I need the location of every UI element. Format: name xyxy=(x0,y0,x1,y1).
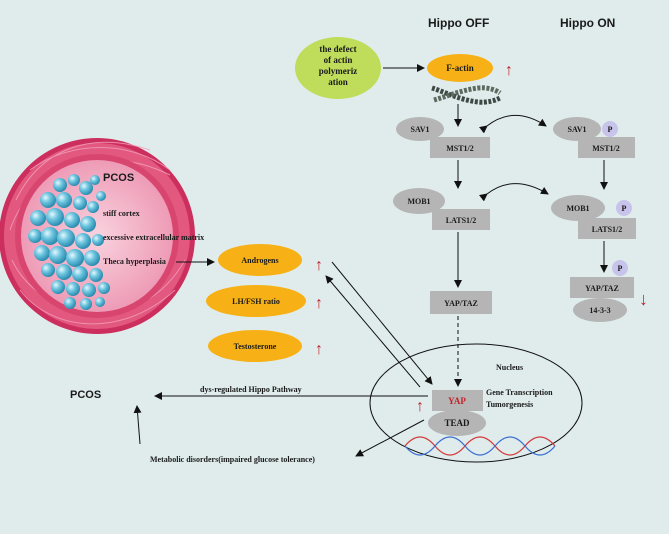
testosterone-up-arrow: ↑ xyxy=(315,341,323,358)
follicle-title: PCOS xyxy=(103,172,134,184)
header-hippo-on: Hippo ON xyxy=(560,16,615,30)
arrow-tead-to-metabolic xyxy=(355,419,425,457)
p1433-ellipse xyxy=(573,298,627,322)
androgens-label: Androgens xyxy=(241,256,278,265)
f-actin-ellipse xyxy=(427,54,493,82)
tumorgenesis-label: Tumorgenesis xyxy=(486,400,533,409)
sav1-off-ellipse xyxy=(396,117,444,141)
arrow-androgens-to-yap xyxy=(331,261,433,385)
follicle-stiff-cortex: stiff cortex xyxy=(103,209,140,218)
bubble-cluster xyxy=(28,174,110,310)
yap-up-arrow: ↑ xyxy=(416,398,424,415)
yap-nucleus-label: YAP xyxy=(448,396,466,406)
nucleus-membrane xyxy=(369,343,583,463)
sav1-off-label: SAV1 xyxy=(411,125,430,134)
actin-defect-line2: of actin xyxy=(324,55,353,65)
actin-defect-line1: the defect xyxy=(319,44,356,54)
mob1-on-label: MOB1 xyxy=(566,204,589,213)
phospho-p-yap: P xyxy=(618,264,623,273)
follicle-theca: Theca hyperplasia xyxy=(103,257,166,266)
mst-on-box xyxy=(578,137,635,158)
testosterone-ellipse xyxy=(208,330,302,362)
lats-on-box xyxy=(578,218,636,239)
mob1-off-ellipse xyxy=(393,188,445,214)
nucleus-label: Nucleus xyxy=(496,363,523,372)
mst-off-label: MST1/2 xyxy=(446,144,474,153)
testosterone-label: Testosterone xyxy=(234,342,277,351)
phospho-badge-mst xyxy=(602,121,618,137)
mob1-on-ellipse xyxy=(551,195,605,221)
arrow-yap-to-androgens xyxy=(325,275,421,388)
dysregulated-hippo-label: dys-regulated Hippo Pathway xyxy=(200,385,302,394)
yaptaz-down-arrow: ↓ xyxy=(639,289,648,309)
yaptaz-on-label: YAP/TAZ xyxy=(585,284,619,293)
pcos-follicle xyxy=(0,138,195,334)
follicle-ecm: excessive extracellular matrix xyxy=(103,233,204,242)
lats-off-label: LATS1/2 xyxy=(446,216,477,225)
phospho-badge-yap xyxy=(612,260,628,276)
phospho-p-lats: P xyxy=(622,204,627,213)
sav1-on-ellipse xyxy=(553,117,601,141)
yaptaz-off-label: YAP/TAZ xyxy=(444,299,478,308)
p1433-label: 14-3-3 xyxy=(589,306,610,315)
mst-off-box xyxy=(430,137,490,158)
curved-arrow-lats-switch xyxy=(479,183,549,202)
factin-up-arrow: ↑ xyxy=(505,62,513,79)
actin-defect-line4: ation xyxy=(328,77,348,87)
header-hippo-off: Hippo OFF xyxy=(428,16,489,30)
dna-helix-icon xyxy=(404,436,556,456)
metabolic-disorders-label: Metabolic disorders(impaired glucose tol… xyxy=(150,455,315,464)
phospho-p-mst: P xyxy=(608,125,613,134)
mst-on-label: MST1/2 xyxy=(592,144,620,153)
actin-filament-icon xyxy=(431,85,502,105)
lhfsh-label: LH/FSH ratio xyxy=(232,297,280,306)
androgens-ellipse xyxy=(218,244,302,276)
lhfsh-up-arrow: ↑ xyxy=(315,295,323,312)
f-actin-label: F-actin xyxy=(446,63,474,73)
mob1-off-label: MOB1 xyxy=(407,197,430,206)
phospho-badge-lats xyxy=(616,200,632,216)
yaptaz-off-box xyxy=(430,291,492,314)
actin-defect-line3: polymeriz xyxy=(319,66,358,76)
tead-ellipse xyxy=(428,410,486,436)
androgens-up-arrow: ↑ xyxy=(315,257,323,274)
lats-off-box xyxy=(432,209,490,230)
arrow-metabolic-to-pcos xyxy=(133,405,142,445)
gene-transcription-label: Gene Transcription xyxy=(486,388,553,397)
lhfsh-ellipse xyxy=(206,285,306,317)
lats-on-label: LATS1/2 xyxy=(592,225,623,234)
tead-label: TEAD xyxy=(444,418,470,428)
yap-nucleus-box xyxy=(432,390,483,411)
yaptaz-on-box xyxy=(570,277,634,298)
actin-defect-ellipse xyxy=(295,37,381,99)
pcos-outcome-label: PCOS xyxy=(70,389,101,401)
curved-arrow-mst-switch xyxy=(479,115,547,134)
sav1-on-label: SAV1 xyxy=(568,125,587,134)
